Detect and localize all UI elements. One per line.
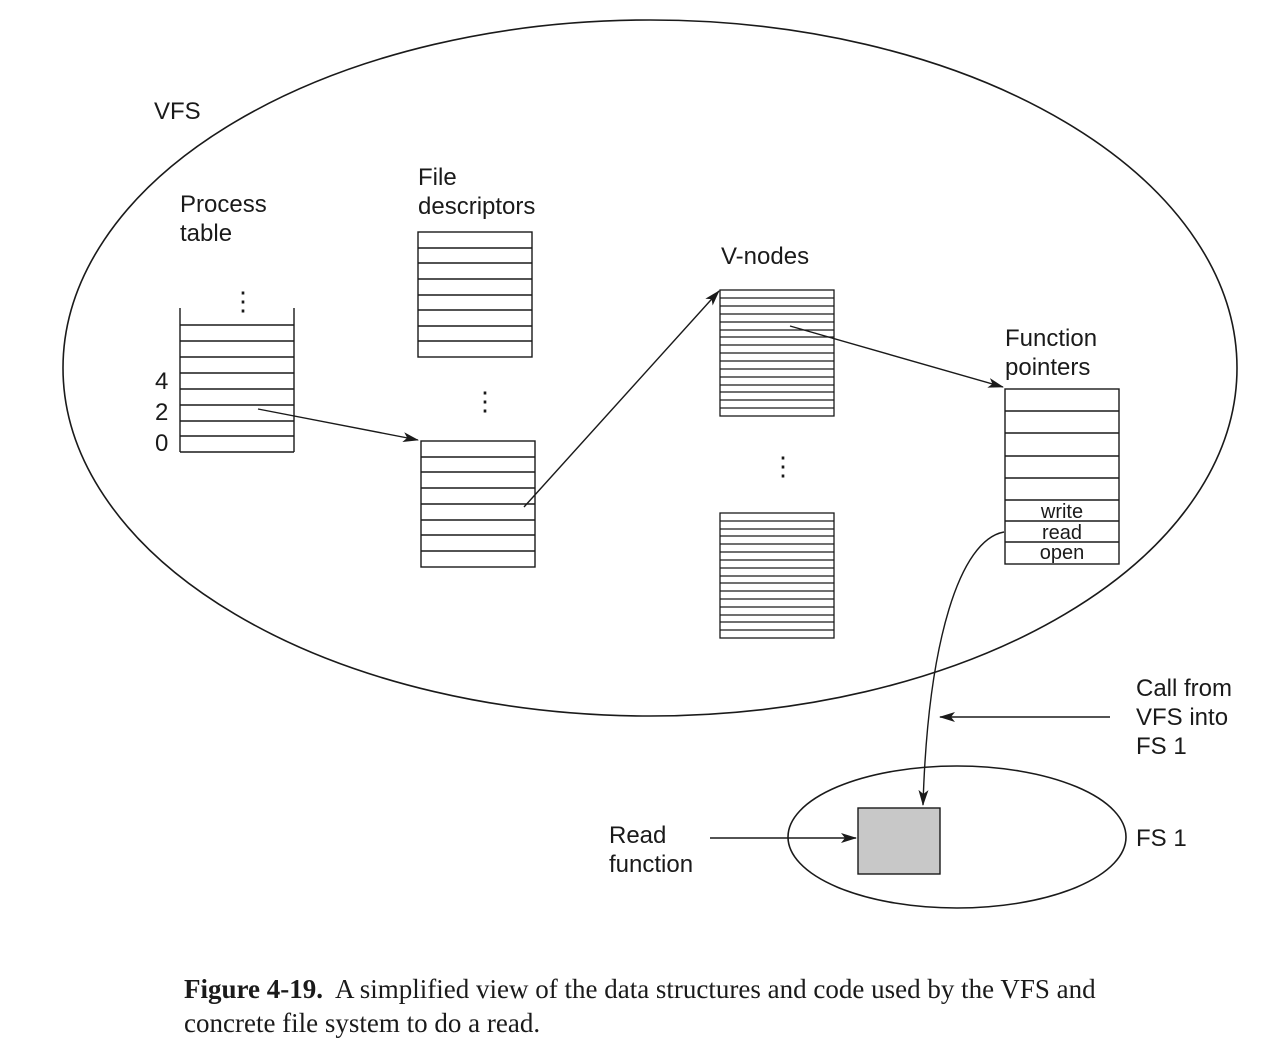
process-table-index-4: 4: [155, 368, 168, 395]
process-table-index-0: 0: [155, 430, 168, 457]
vfs-boundary-ellipse: [62, 19, 1238, 717]
vfs-label: VFS: [154, 98, 201, 125]
figure-caption-text: A simplified view of the data structures…: [184, 974, 1096, 1038]
arrow-vnode-to-function-pointers: [789, 325, 1004, 388]
vnode-table-bottom: [719, 512, 835, 639]
call-note-line2: VFS into: [1136, 704, 1228, 731]
file-descriptor-table-bottom: [420, 440, 536, 568]
call-note-line1: Call from: [1136, 675, 1232, 702]
process-table-label-line1: Process: [180, 191, 267, 218]
read-function-label-line2: function: [609, 851, 693, 878]
function-pointer-open: open: [1040, 542, 1085, 564]
function-pointers-label-line2: pointers: [1005, 354, 1090, 381]
vnode-table-top: [719, 289, 835, 417]
fs1-label: FS 1: [1136, 825, 1187, 852]
arrow-read-pointer-to-fs1: [918, 531, 1005, 806]
figure-caption: Figure 4-19. A simplified view of the da…: [184, 972, 1184, 1040]
vnodes-ellipsis: ⋮: [770, 451, 796, 481]
arrow-fd-to-vnode: [523, 290, 720, 508]
function-pointer-read: read: [1042, 522, 1082, 544]
file-descriptors-ellipsis: ⋮: [472, 386, 498, 416]
function-pointers-label-line1: Function: [1005, 325, 1097, 352]
file-descriptor-table-top: [417, 231, 533, 358]
process-table: [179, 308, 295, 453]
arrow-process-to-fd: [257, 408, 419, 443]
vnodes-label: V-nodes: [721, 243, 809, 270]
process-table-index-2: 2: [155, 399, 168, 426]
read-function-label-line1: Read: [609, 822, 666, 849]
file-descriptors-label-line2: descriptors: [418, 193, 535, 220]
process-table-ellipsis: ⋮: [230, 286, 256, 316]
fs1-boundary-ellipse: [787, 765, 1127, 909]
process-table-label-line2: table: [180, 220, 232, 247]
function-pointer-write: write: [1040, 501, 1083, 523]
read-function-code-block: [857, 807, 941, 875]
file-descriptors-label-line1: File: [418, 164, 457, 191]
function-pointer-table: [1004, 388, 1120, 565]
call-note-line3: FS 1: [1136, 733, 1187, 760]
figure-number: Figure 4-19.: [184, 974, 323, 1004]
